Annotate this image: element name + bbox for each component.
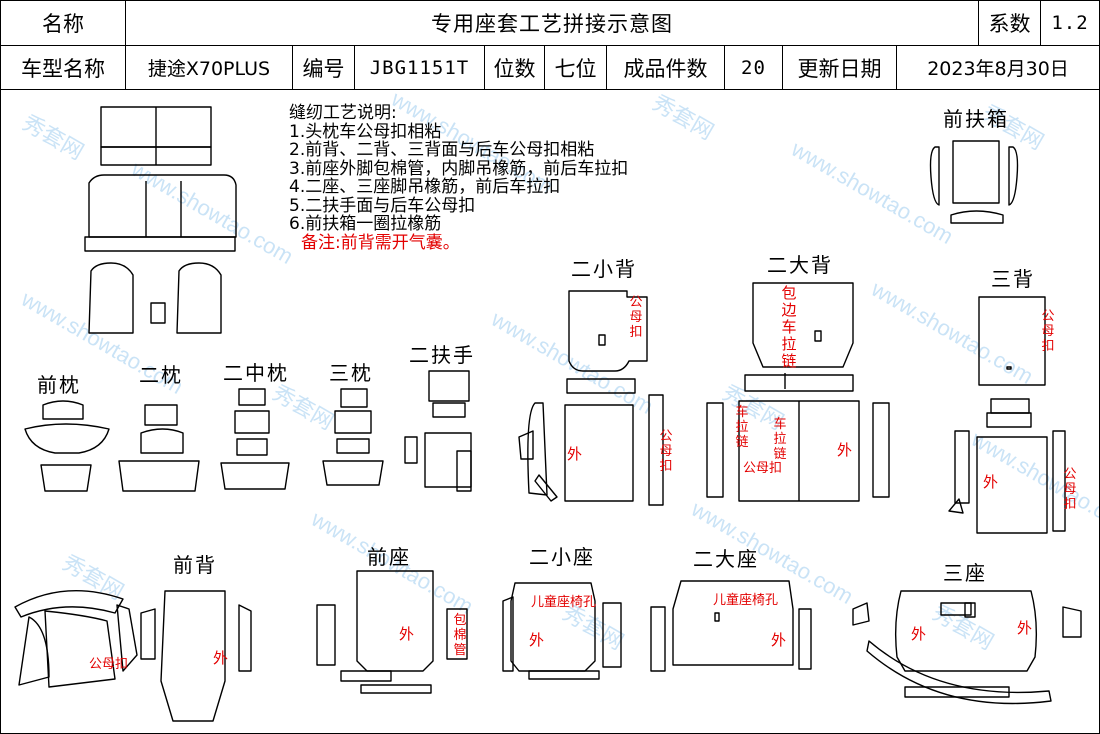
factor-value: 1.2 (1051, 12, 1089, 34)
note-item: 5.二扶手面与后车公母扣 (289, 195, 476, 216)
second-small-seat-drawing (502, 582, 622, 680)
second-armrest-drawing (404, 370, 472, 492)
outer-mark: 外 (567, 445, 583, 463)
part-label: 二枕 (139, 363, 183, 387)
second-mid-headrest-drawing (220, 388, 290, 490)
part-label: 二小座 (529, 545, 595, 569)
third-headrest-drawing (322, 388, 384, 486)
part-label: 前扶箱 (943, 107, 1009, 131)
part-label: 前背 (173, 553, 217, 577)
third-seat-drawing (852, 590, 1082, 705)
pieces-value: 20 (725, 46, 783, 89)
note-item: 1.头枕车公母扣相粘 (289, 121, 442, 142)
second-headrest-drawing (118, 404, 200, 492)
front-back-drawing (14, 590, 252, 722)
notes-title: 缝纫工艺说明: (289, 103, 397, 123)
part-label: 前枕 (37, 373, 81, 397)
zip-mark: 车拉链 (773, 417, 787, 462)
part-label: 二小背 (571, 257, 637, 281)
outer-mark: 外 (911, 625, 927, 643)
pieces-label: 成品件数 (607, 46, 725, 89)
note-item: 2.前背、二背、三背面与后车公母扣相粘 (289, 140, 595, 160)
outer-mark: 外 (213, 649, 229, 667)
header-row-2: 车型名称 捷途X70PLUS 编号 JBG1151T 位数 七位 成品件数 20… (1, 46, 1099, 90)
model-value: 捷途X70PLUS (126, 46, 293, 89)
part-label: 前座 (367, 545, 411, 569)
header-row-1: 名称 专用座套工艺拼接示意图 系数 1.2 (1, 1, 1099, 46)
notes-remark: 备注:前背需开气囊。 (301, 232, 460, 253)
outer-mark: 外 (529, 631, 545, 649)
snap-mark: 公母扣 (1041, 309, 1055, 354)
child-seat-hole-mark: 儿童座椅孔 (713, 593, 779, 608)
doc-title: 专用座套工艺拼接示意图 (126, 1, 979, 45)
child-seat-hole-mark: 儿童座椅孔 (531, 595, 597, 610)
note-item: 3.前座外脚包棉管，内脚吊橡筋，前后车拉扣 (289, 158, 629, 179)
snap-mark: 公母扣 (743, 461, 783, 476)
factor-label: 系数 (979, 1, 1041, 45)
part-label: 二大背 (767, 253, 833, 277)
zip-mark: 车拉链 (735, 405, 749, 450)
update-value: 2023年8月30日 (927, 58, 1069, 80)
part-label: 三背 (991, 267, 1035, 291)
outer-mark: 外 (771, 631, 787, 649)
seats-label: 位数 (485, 46, 545, 89)
second-large-back-drawing (706, 282, 890, 502)
seats-value: 七位 (545, 46, 607, 89)
part-label: 二扶手 (409, 343, 475, 367)
sewing-notes: 缝纫工艺说明: 1.头枕车公母扣相粘 2.前背、二背、三背面与后车公母扣相粘 3… (289, 104, 628, 252)
cotton-tube-mark: 包棉管 (453, 613, 467, 658)
update-label: 更新日期 (783, 46, 897, 89)
third-back-drawing (948, 296, 1066, 534)
front-armbox-drawing (929, 140, 1019, 224)
edge-zip-mark: 包边车拉链 (781, 284, 797, 370)
note-item: 6.前扶箱一圈拉橡筋 (289, 214, 442, 234)
part-label: 三枕 (329, 361, 373, 385)
snap-mark: 公母扣 (659, 429, 673, 474)
outer-mark: 外 (837, 441, 853, 459)
second-large-seat-drawing (650, 580, 812, 672)
part-label: 二中枕 (223, 361, 289, 385)
model-label: 车型名称 (1, 46, 126, 89)
outer-mark: 外 (399, 625, 415, 643)
front-seat-drawing (316, 570, 468, 694)
code-value: JBG1151T (355, 46, 485, 89)
snap-mark: 公母扣 (89, 657, 129, 672)
code-label: 编号 (293, 46, 355, 89)
part-label: 三座 (943, 561, 987, 585)
front-headrest-drawing (24, 400, 110, 492)
name-label: 名称 (1, 1, 126, 45)
snap-mark: 公母扣 (629, 295, 643, 340)
outer-mark: 外 (983, 473, 999, 491)
snap-mark: 公母扣 (1063, 467, 1077, 512)
part-label: 二大座 (693, 547, 759, 571)
seat-overview-drawing (84, 106, 237, 334)
second-small-back-drawing (518, 290, 664, 506)
outer-mark: 外 (1017, 619, 1033, 637)
note-item: 4.二座、三座脚吊橡筋，前后车拉扣 (289, 177, 561, 197)
